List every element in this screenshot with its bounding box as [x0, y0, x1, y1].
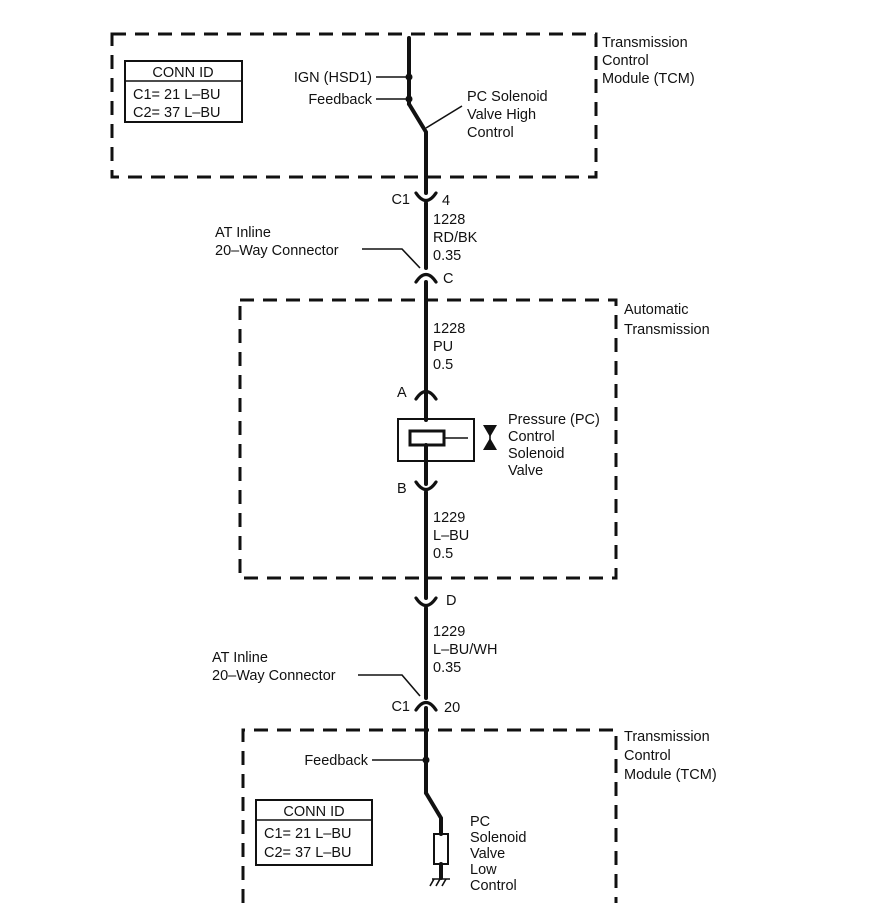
ign-label: IGN (HSD1)	[294, 70, 372, 86]
driver-label-line-5: Control	[470, 878, 517, 894]
wire-1229-lbuwh-color: L–BU/WH	[433, 642, 497, 658]
wire-1228-pu-color: PU	[433, 339, 453, 355]
solenoid-label-line-4: Valve	[508, 463, 543, 479]
auto-trans-label-line-1: Automatic	[624, 302, 688, 318]
connector-d-symbol	[414, 596, 438, 608]
low-control-driver-resistor	[433, 833, 449, 865]
tcm-bottom-label-line-1: Transmission	[624, 729, 710, 745]
feedback-label: Feedback	[308, 92, 372, 108]
wire-1229-lbuwh-gauge: 0.35	[433, 660, 461, 676]
pc-solenoid-valve	[397, 418, 497, 462]
tcm-bottom-module: Transmission Control Module (TCM) Feedba…	[241, 706, 717, 903]
tcm-top-module: Transmission Control Module (TCM) CONN I…	[110, 32, 695, 180]
inline-connector-bottom: AT Inline 20–Way Connector C1 20	[212, 650, 460, 716]
conn-id-row-c2: C2= 37 L–BU	[133, 105, 220, 121]
inline-bottom-leader	[358, 674, 421, 697]
conn-id-row-c1: C1= 21 L–BU	[133, 87, 220, 103]
tcm-top-label-line-3: Module (TCM)	[602, 71, 695, 87]
auto-trans-label-line-2: Transmission	[624, 322, 710, 338]
tcm-top-label-line-1: Transmission	[602, 35, 688, 51]
solenoid-label-line-2: Control	[508, 429, 555, 445]
driver-label-line-1: PC	[470, 814, 490, 830]
pin-b-connector	[414, 480, 438, 492]
wire-1228-pu-gauge: 0.5	[433, 357, 453, 373]
conn-id-bottom-title: CONN ID	[283, 804, 344, 820]
connector-c1-top-pin: 4	[442, 193, 450, 209]
wire-1228-rdbk-circuit: 1228	[433, 212, 465, 228]
driver-label-line-3: Valve	[470, 846, 505, 862]
ground-icon	[429, 878, 450, 887]
tcm-bottom-boundary	[241, 728, 618, 903]
wire-1229-lbuwh-circuit: 1229	[433, 624, 465, 640]
inline-top-leader	[362, 248, 421, 269]
switch-label-line-1: PC Solenoid	[467, 89, 548, 105]
conn-id-bottom-row-c2: C2= 37 L–BU	[264, 845, 351, 861]
conn-id-bottom-row-c1: C1= 21 L–BU	[264, 826, 351, 842]
high-control-switch	[407, 102, 428, 180]
tcm-bottom-label-line-2: Control	[624, 748, 671, 764]
inline-top-label-line-1: AT Inline	[215, 225, 271, 241]
switch-label-line-3: Control	[467, 125, 514, 141]
switch-label-leader	[425, 105, 463, 129]
solenoid-label-line-3: Solenoid	[508, 446, 564, 462]
connector-d: D	[414, 593, 456, 609]
inline-top-label-line-2: 20–Way Connector	[215, 243, 339, 259]
wire-1228-rdbk: 1228 RD/BK 0.35	[424, 201, 478, 270]
driver-label-line-2: Solenoid	[470, 830, 526, 846]
pin-a-label: A	[397, 385, 407, 401]
inline-bottom-name: C1	[391, 699, 410, 715]
wire-1229-lbu-circuit: 1229	[433, 510, 465, 526]
wire-1228-pu-circuit: 1228	[433, 321, 465, 337]
tcm-top-label-line-2: Control	[602, 53, 649, 69]
connector-c1-top-symbol	[414, 191, 438, 203]
wire-1228-rdbk-gauge: 0.35	[433, 248, 461, 264]
low-control-switch	[424, 791, 443, 836]
pin-b-label: B	[397, 481, 407, 497]
connector-c1-top: C1 4	[391, 176, 450, 209]
inline-bottom-symbol	[414, 700, 438, 712]
switch-label-line-2: Valve High	[467, 107, 536, 123]
wire-1229-lbu-color: L–BU	[433, 528, 469, 544]
inline-bottom-label-line-1: AT Inline	[212, 650, 268, 666]
driver-label-line-4: Low	[470, 862, 497, 878]
inline-bottom-label-line-2: 20–Way Connector	[212, 668, 336, 684]
tcm-bottom-label-line-3: Module (TCM)	[624, 767, 717, 783]
tcm-top-conn-id-table: CONN ID C1= 21 L–BU C2= 37 L–BU	[124, 60, 243, 123]
inline-top-pin: C	[443, 271, 453, 287]
connector-c1-top-name: C1	[391, 192, 410, 208]
inline-connector-top: AT Inline 20–Way Connector C	[215, 225, 453, 287]
tcm-bottom-conn-id-table: CONN ID C1= 21 L–BU C2= 37 L–BU	[255, 799, 373, 866]
feedback-bottom-label: Feedback	[304, 753, 368, 769]
tcm-top-boundary	[110, 32, 598, 179]
conn-id-title: CONN ID	[152, 65, 213, 81]
inline-top-symbol	[414, 272, 438, 284]
inline-bottom-pin: 20	[444, 700, 460, 716]
connector-d-pin: D	[446, 593, 456, 609]
wire-1229-lbuwh: 1229 L–BU/WH 0.35	[424, 606, 497, 700]
automatic-transmission: Automatic Transmission 1228 PU 0.5 A Pre…	[238, 280, 710, 600]
wire-1228-rdbk-color: RD/BK	[433, 230, 478, 246]
wire-1229-lbu-gauge: 0.5	[433, 546, 453, 562]
solenoid-label-line-1: Pressure (PC)	[508, 412, 600, 428]
